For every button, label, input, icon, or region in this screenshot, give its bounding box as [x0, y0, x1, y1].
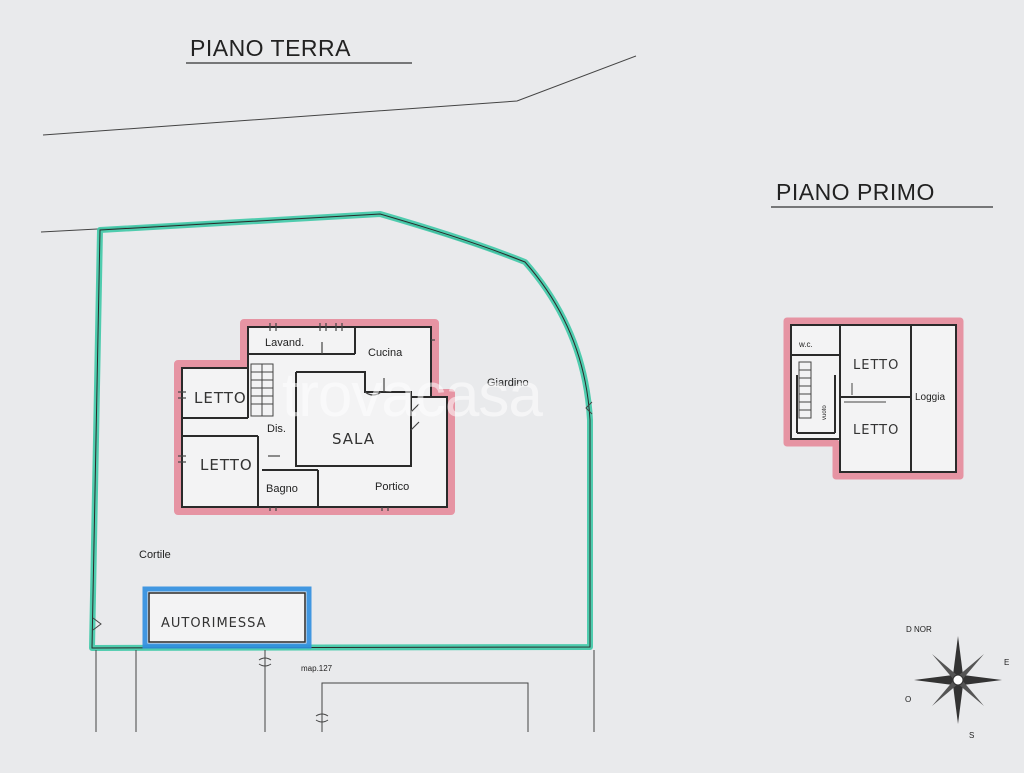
first-floor-bedroom-label-2: LETTO [853, 423, 899, 438]
laundry-label: Lavand. [265, 337, 304, 349]
compass-north-label: D NOR [906, 625, 932, 634]
hallway-label: Dis. [267, 423, 286, 435]
bathroom-label: Bagno [266, 483, 298, 495]
first-floor-bedroom-label-1: LETTO [853, 358, 899, 373]
first-floor-title: PIANO PRIMO [776, 179, 935, 205]
bedroom-label-2: LETTO [200, 456, 253, 474]
parcel-label: map.127 [301, 664, 333, 673]
first-floor-house [783, 317, 964, 480]
bedroom-label-1: LETTO [194, 389, 247, 407]
lower-lot-lines [95, 650, 595, 732]
void-label: vuoto [822, 405, 828, 420]
garden-label: Giardino [487, 377, 529, 389]
garage [142, 586, 312, 649]
loggia-label: Loggia [915, 392, 945, 403]
compass-rose [914, 636, 1002, 724]
lot-boundary [89, 211, 593, 651]
compass-east-label: E [1004, 658, 1009, 667]
porch-label: Portico [375, 481, 409, 493]
ground-floor-walls [182, 327, 431, 507]
kitchen-label: Cucina [368, 347, 403, 359]
courtyard-label: Cortile [139, 549, 171, 561]
garage-label: AUTORIMESSA [161, 616, 267, 631]
ground-floor-title: PIANO TERRA [190, 35, 351, 61]
first-floor-walls [791, 325, 912, 472]
road-line [42, 55, 637, 136]
compass-west-label: O [905, 695, 911, 704]
living-room-label: SALA [332, 430, 375, 448]
compass-south-label: S [969, 731, 974, 740]
first-floor-stair [798, 361, 886, 419]
ground-floor-stair [250, 363, 274, 417]
watermark: trovacasa [282, 361, 543, 430]
ground-floor-openings [178, 323, 435, 511]
wc-label: w.c. [798, 340, 813, 349]
west-side-marker [92, 617, 102, 631]
east-side-marker [585, 401, 593, 415]
